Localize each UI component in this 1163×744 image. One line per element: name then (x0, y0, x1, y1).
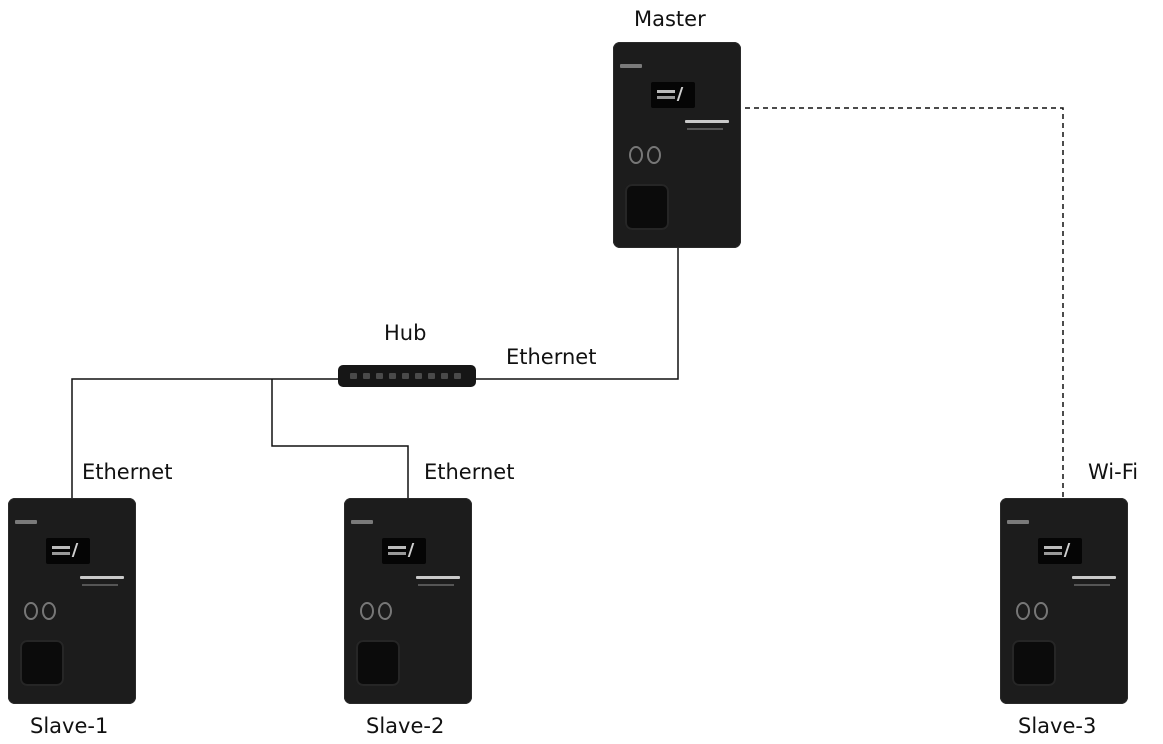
status-light-strip (416, 576, 460, 579)
slave2-label: Slave-2 (366, 714, 445, 738)
wifi-link-master-slave3 (736, 107, 1064, 498)
strip-caption (687, 128, 723, 130)
charging-socket (625, 184, 669, 230)
display-screen (651, 82, 695, 108)
brand-logo (15, 520, 37, 524)
hub-label: Hub (384, 321, 427, 345)
status-light-strip (80, 576, 124, 579)
strip-caption (418, 584, 454, 586)
ethernet-link-hub-master (476, 248, 679, 380)
link-label-master-slave3: Wi-Fi (1088, 460, 1139, 484)
charging-socket (20, 640, 64, 686)
rfid-reader-icon (1016, 602, 1048, 620)
slave3-charger (1000, 498, 1128, 704)
master-charger (613, 42, 741, 248)
brand-logo (620, 64, 642, 68)
link-label-hub-slave2: Ethernet (424, 460, 515, 484)
rfid-reader-icon (24, 602, 56, 620)
slave3-label: Slave-3 (1018, 714, 1097, 738)
slave2-charger (344, 498, 472, 704)
display-screen (382, 538, 426, 564)
charging-socket (1012, 640, 1056, 686)
display-screen (1038, 538, 1082, 564)
slave1-label: Slave-1 (30, 714, 109, 738)
link-label-hub-master: Ethernet (506, 345, 597, 369)
brand-logo (1007, 520, 1029, 524)
master-label: Master (634, 7, 706, 31)
strip-caption (1074, 584, 1110, 586)
status-light-strip (1072, 576, 1116, 579)
brand-logo (351, 520, 373, 524)
display-screen (46, 538, 90, 564)
rfid-reader-icon (360, 602, 392, 620)
ethernet-link-hub-slave1 (71, 378, 338, 498)
strip-caption (82, 584, 118, 586)
network-hub-icon (338, 365, 476, 387)
link-label-hub-slave1: Ethernet (82, 460, 173, 484)
slave1-charger (8, 498, 136, 704)
charging-socket (356, 640, 400, 686)
rfid-reader-icon (629, 146, 661, 164)
ethernet-link-hub-slave2 (271, 379, 409, 498)
status-light-strip (685, 120, 729, 123)
